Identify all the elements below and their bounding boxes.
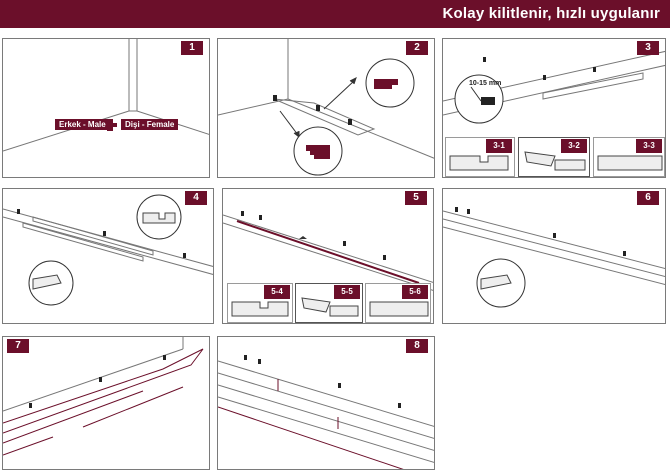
- step-panel-8: 8: [217, 336, 435, 470]
- step-panel-1: 1 Erkek - Male Dişi - Female: [2, 38, 210, 178]
- step-panel-3: 10-15 mm 3 3-1 3-2 3-3: [442, 38, 666, 178]
- second-row-illustration: [443, 207, 665, 308]
- substep-5-4: 5-4: [227, 283, 293, 323]
- step-number-badge: 3: [637, 41, 659, 55]
- step-number-badge: 7: [7, 339, 29, 353]
- substep-badge: 3-2: [561, 139, 587, 153]
- plank-angle-illustration: [301, 297, 359, 317]
- step-number-badge: 1: [181, 41, 203, 55]
- step-panel-7: 7: [2, 336, 210, 470]
- substep-badge: 5-4: [264, 285, 290, 299]
- substep-3-1: 3-1: [445, 137, 515, 177]
- row-tap-illustration: [223, 211, 433, 291]
- complete-floor-illustration: [218, 355, 434, 469]
- substep-badge: 5-5: [334, 285, 360, 299]
- step-panel-5: 5 5-4 5-5 5-6: [222, 188, 434, 324]
- step-number-badge: 4: [185, 191, 207, 205]
- step-panel-6: 6: [442, 188, 666, 324]
- substep-badge: 3-3: [636, 139, 662, 153]
- step-number-badge: 2: [406, 41, 428, 55]
- male-label: Erkek - Male: [55, 119, 110, 130]
- substep-3-2: 3-2: [518, 137, 590, 177]
- header-title: Kolay kilitlenir, hızlı uygulanır: [442, 5, 660, 22]
- substep-badge: 3-1: [486, 139, 512, 153]
- plank-profile-illustration: [231, 301, 289, 317]
- substep-3-3: 3-3: [593, 137, 665, 177]
- plank-locked-illustration: [369, 301, 429, 317]
- step-panel-2: 2: [217, 38, 435, 178]
- step-number-badge: 8: [406, 339, 428, 353]
- substep-5-5: 5-5: [295, 283, 363, 323]
- plank-locked-illustration: [597, 155, 663, 171]
- female-label: Dişi - Female: [121, 119, 179, 130]
- gap-label: 10-15 mm: [469, 80, 502, 87]
- floor-layout-illustration: [3, 337, 204, 456]
- step-panel-4: 4: [2, 188, 214, 324]
- header-bar: Kolay kilitlenir, hızlı uygulanır: [0, 0, 670, 28]
- substep-5-6: 5-6: [365, 283, 431, 323]
- first-plank-illustration: [218, 39, 434, 176]
- row-install-illustration: [3, 194, 213, 306]
- step-number-badge: 5: [405, 191, 427, 205]
- step-number-badge: 6: [637, 191, 659, 205]
- plank-profile-illustration: [449, 155, 509, 171]
- room-corner-illustration: [3, 39, 209, 152]
- plank-angle-illustration: [524, 151, 586, 171]
- spacer-gap-illustration: [443, 50, 665, 124]
- substep-badge: 5-6: [402, 285, 428, 299]
